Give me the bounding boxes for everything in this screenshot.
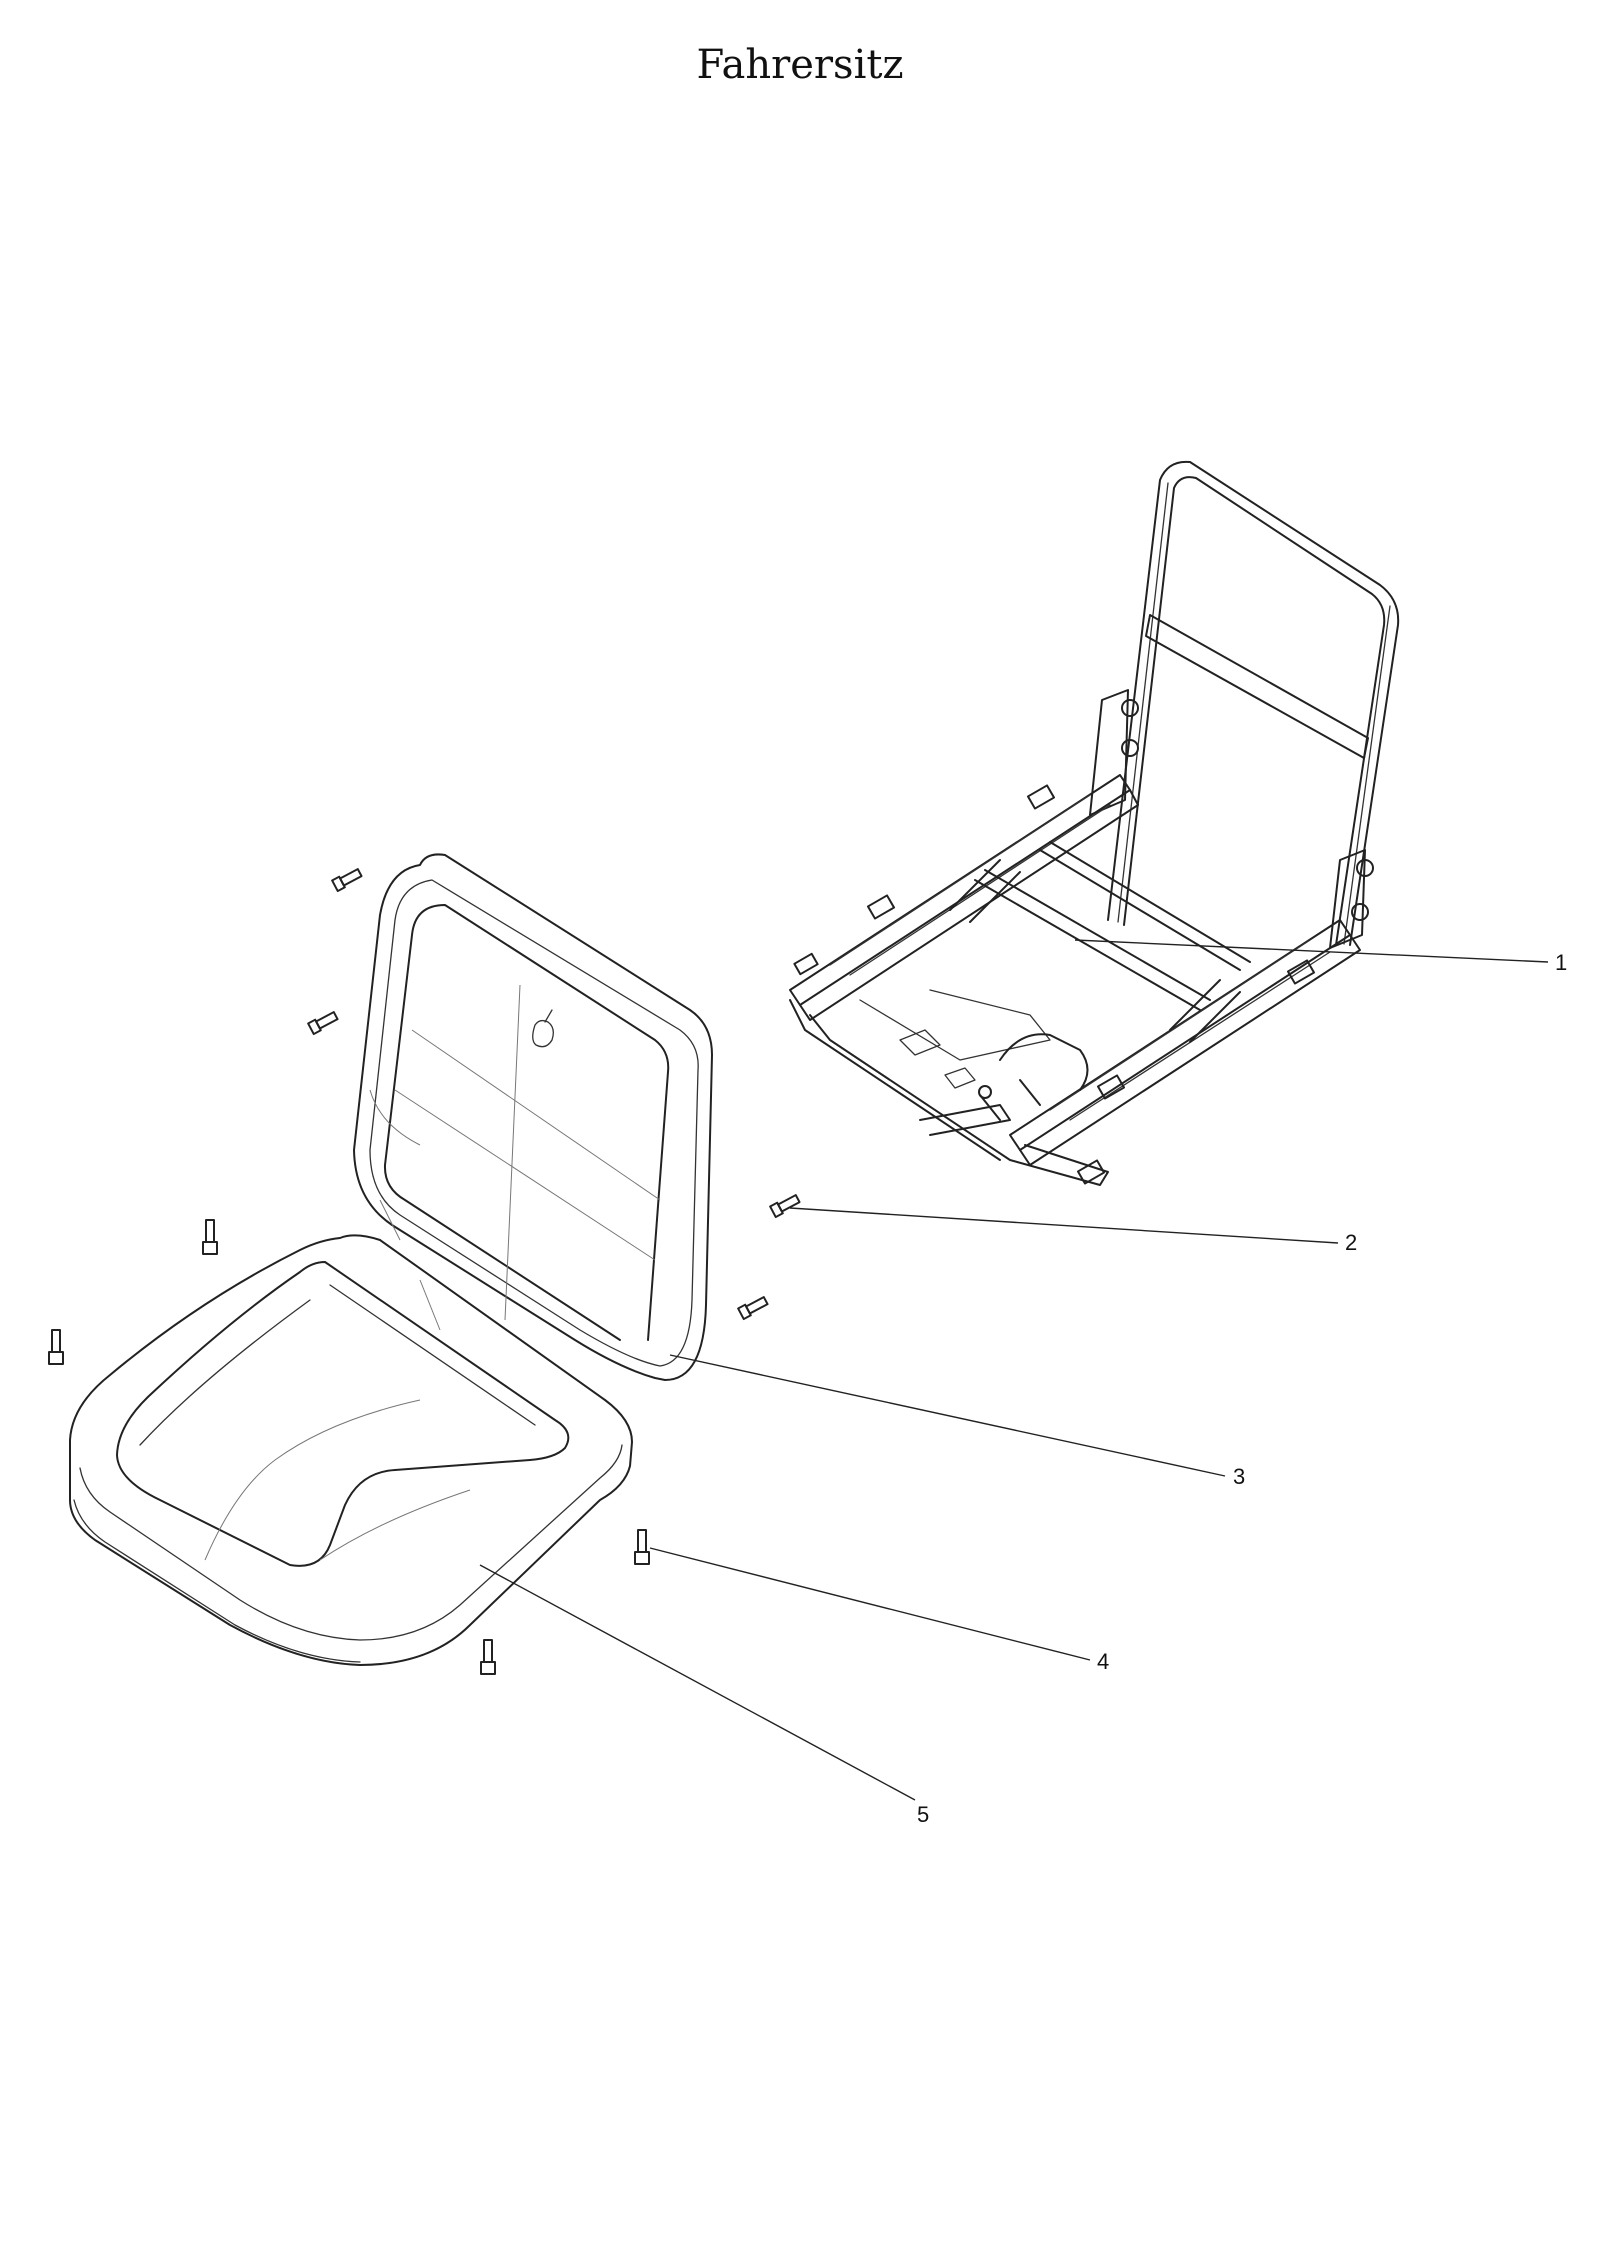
seat-cushion	[69, 1234, 633, 1666]
seat-frame	[789, 460, 1400, 1186]
leader-line-3	[669, 1354, 1226, 1477]
callout-3: 3	[1233, 1464, 1245, 1489]
screw-upper-left-1	[331, 868, 363, 893]
screw-seat-right	[634, 1529, 650, 1565]
screw-backrest-lower	[737, 1296, 769, 1321]
leader-line-2	[789, 1207, 1339, 1244]
leader-line-4	[649, 1547, 1091, 1661]
callout-5: 5	[917, 1802, 929, 1827]
page-title: Fahrersitz	[696, 42, 904, 88]
backrest-cushion	[353, 853, 713, 1381]
screw-seat-bottom	[480, 1639, 496, 1675]
screw-seat-left-2	[48, 1329, 64, 1365]
screw-upper-left-2	[307, 1011, 339, 1036]
screw-seat-left-1	[202, 1219, 218, 1255]
screw-backrest-right	[769, 1194, 801, 1219]
callout-1: 1	[1555, 950, 1567, 975]
leader-line-5	[479, 1564, 916, 1801]
callout-4: 4	[1097, 1649, 1109, 1674]
callout-2: 2	[1345, 1230, 1357, 1255]
leader-line-1	[1074, 939, 1549, 963]
